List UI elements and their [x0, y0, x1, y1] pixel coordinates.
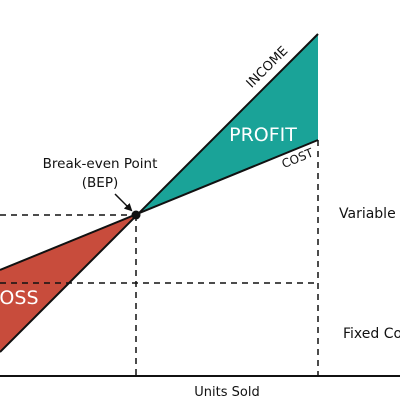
fixed-costs-label: Fixed Costs: [343, 326, 400, 342]
variable-costs-label: Variable Costs: [339, 206, 400, 222]
bep-point: [131, 210, 141, 220]
profit-label: PROFIT: [229, 124, 297, 146]
loss-label: LOSS: [0, 287, 38, 309]
income-line: [0, 33, 319, 353]
bep-abbreviation: (BEP): [82, 175, 118, 191]
cost-line: [0, 139, 319, 271]
bep-arrow: [114, 193, 133, 212]
bep-title: Break-even Point: [43, 156, 158, 172]
x-axis-label: Units Sold: [194, 385, 259, 400]
